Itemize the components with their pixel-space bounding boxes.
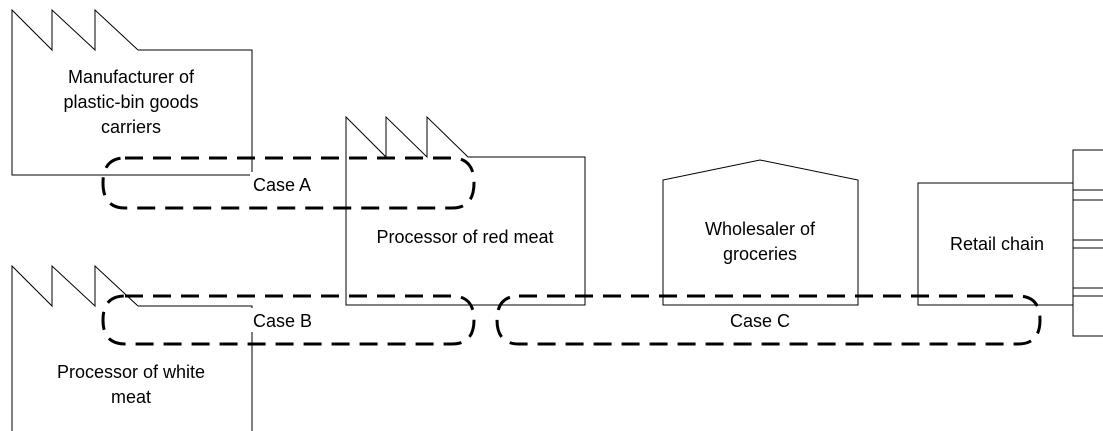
retail-outlet-2 (1072, 199, 1103, 241)
red-meat-label: Processor of red meat (376, 227, 553, 247)
case-c-loop: Case C (495, 294, 1042, 346)
red-meat-factory: Processor of red meat (345, 115, 586, 306)
case-b-label: Case B (253, 311, 312, 331)
case-c-label-bg (718, 308, 804, 332)
red-meat-factory-shape (345, 115, 586, 306)
manufacturer-factory: Manufacturer of plastic-bin goods carrie… (11, 8, 253, 176)
case-a-loop: Case A (101, 156, 476, 210)
case-b-label-bg (250, 308, 330, 332)
case-b-dashed-outline (101, 294, 476, 346)
retail-label: Retail chain (950, 234, 1044, 254)
retail-outlet-1 (1072, 149, 1103, 191)
case-c-dashed-outline (495, 294, 1042, 346)
white-meat-factory-shape (11, 264, 253, 431)
wholesaler-warehouse: Wholesaler of groceries (662, 159, 859, 306)
white-meat-label-line2: meat (111, 387, 151, 407)
case-a-label: Case A (253, 175, 311, 195)
manufacturer-label-line1: Manufacturer of (68, 67, 195, 87)
white-meat-label-line1: Processor of white (57, 362, 205, 382)
retail-main-building (917, 182, 1074, 306)
retail-outlet-3 (1072, 247, 1103, 289)
retail-chain-store: Retail chain (917, 149, 1103, 337)
case-c-label: Case C (730, 311, 790, 331)
manufacturer-factory-shape (11, 8, 253, 176)
retail-outlet-4 (1072, 295, 1103, 337)
case-b-loop: Case B (101, 294, 476, 346)
white-meat-factory: Processor of white meat (11, 264, 253, 431)
manufacturer-label-line3: carriers (101, 117, 161, 137)
manufacturer-label-line2: plastic-bin goods (63, 92, 198, 112)
wholesaler-label-line1: Wholesaler of (705, 219, 816, 239)
case-a-label-bg (250, 172, 330, 196)
wholesaler-warehouse-shape (662, 159, 859, 306)
case-a-dashed-outline (101, 156, 476, 210)
wholesaler-label-line2: groceries (723, 244, 797, 264)
